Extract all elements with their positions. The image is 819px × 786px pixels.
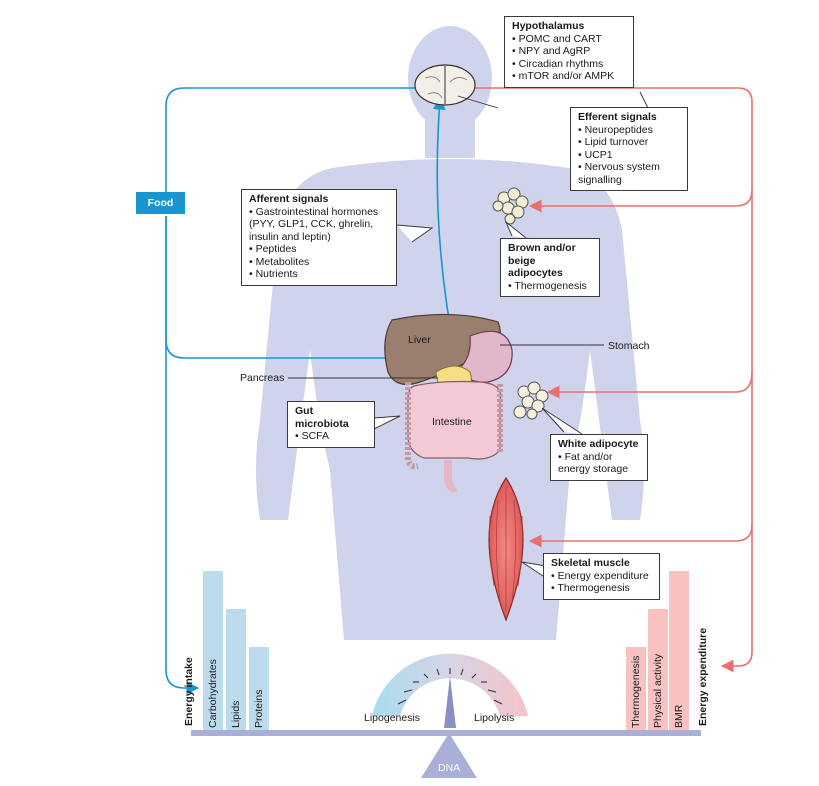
expenditure-bar-label: BMR: [673, 704, 685, 728]
gut-microbiota-callout: Gut microbiota SCFA: [287, 401, 375, 448]
afferent-callout: Afferent signals Gastrointestinal hormon…: [241, 189, 397, 286]
hypothalamus-pointer: [457, 95, 499, 109]
gut-title: Gut microbiota: [295, 405, 349, 430]
intake-bar-carbohydrates: [203, 571, 223, 730]
white-item: Fat and/or energy storage: [558, 451, 640, 476]
intake-bar-label: Carbohydrates: [207, 659, 219, 728]
expenditure-bar-label: Physical activity: [652, 653, 664, 728]
expenditure-bar-bmr: [669, 571, 689, 730]
hypothalamus-title: Hypothalamus: [512, 20, 585, 32]
intake-bar-label: Proteins: [253, 689, 265, 728]
brain-illustration: [414, 64, 476, 106]
skeletal-muscle-callout: Skeletal muscle Energy expenditure Therm…: [543, 553, 660, 600]
intake-bar-proteins: [249, 647, 269, 730]
muscle-item: Energy expenditure: [551, 570, 652, 583]
brown-adipocytes-callout: Brown and/or beige adipocytes Thermogene…: [500, 238, 600, 297]
stomach-label: Stomach: [608, 340, 650, 352]
brown-adipocytes-illustration: [492, 187, 529, 225]
expenditure-bar-thermogenesis: [626, 647, 646, 730]
efferent-item: Nervous system signalling: [578, 161, 680, 186]
hypothalamus-item: Circadian rhythms: [512, 58, 626, 71]
white-adipocyte-callout: White adipocyte Fat and/or energy storag…: [550, 434, 648, 481]
muscle-title: Skeletal muscle: [551, 557, 630, 569]
food-label: Food: [136, 192, 185, 214]
energy-expenditure-label: Energy expenditure: [697, 627, 709, 726]
afferent-item: Peptides: [249, 243, 389, 256]
intake-bar-label: Lipids: [230, 700, 242, 728]
white-adipocytes-illustration: [513, 381, 549, 420]
afferent-item: Nutrients: [249, 268, 389, 281]
energy-intake-label: Energy intake: [183, 657, 195, 726]
expenditure-bar-label: Thermogenesis: [630, 655, 642, 728]
skeletal-muscle-illustration: [488, 476, 524, 622]
efferent-item: Neuropeptides: [578, 124, 680, 137]
intake-bar-lipids: [226, 609, 246, 730]
efferent-item: UCP1: [578, 149, 680, 162]
lipogenesis-label: Lipogenesis: [364, 712, 421, 724]
expenditure-bar-physical-activity: [648, 609, 668, 730]
afferent-item: Metabolites: [249, 256, 389, 269]
afferent-title: Afferent signals: [249, 193, 329, 205]
efferent-item: Lipid turnover: [578, 136, 680, 149]
liver-label: Liver: [408, 334, 431, 346]
lipolysis-label: Lipolysis: [474, 712, 515, 724]
gut-item: SCFA: [295, 430, 367, 443]
efferent-to-white: [546, 371, 753, 399]
hypothalamus-item: POMC and CART: [512, 33, 626, 46]
intestine-illustration: [405, 380, 503, 493]
dna-label: DNA: [438, 762, 461, 774]
muscle-item: Thermogenesis: [551, 582, 652, 595]
food-to-hypothalamus: [165, 81, 442, 192]
hypothalamus-callout: Hypothalamus POMC and CART NPY and AgRP …: [504, 16, 634, 88]
white-title: White adipocyte: [558, 438, 639, 450]
pancreas-label: Pancreas: [240, 372, 285, 384]
efferent-to-brown: [528, 189, 753, 213]
intestine-label: Intestine: [432, 416, 472, 428]
afferent-item: Gastrointestinal hormones (PYY, GLP1, CC…: [249, 206, 389, 244]
efferent-title: Efferent signals: [578, 111, 657, 123]
food-to-intake: [165, 216, 200, 695]
hypothalamus-item: mTOR and/or AMPK: [512, 70, 626, 83]
efferent-callout: Efferent signals Neuropeptides Lipid tur…: [570, 107, 688, 191]
brown-item: Thermogenesis: [508, 280, 592, 293]
brown-title: Brown and/or beige adipocytes: [508, 242, 576, 279]
stomach-illustration: [459, 330, 513, 383]
efferent-to-muscle: [528, 524, 753, 548]
hypothalamus-item: NPY and AgRP: [512, 45, 626, 58]
balance-scale: [191, 653, 701, 778]
